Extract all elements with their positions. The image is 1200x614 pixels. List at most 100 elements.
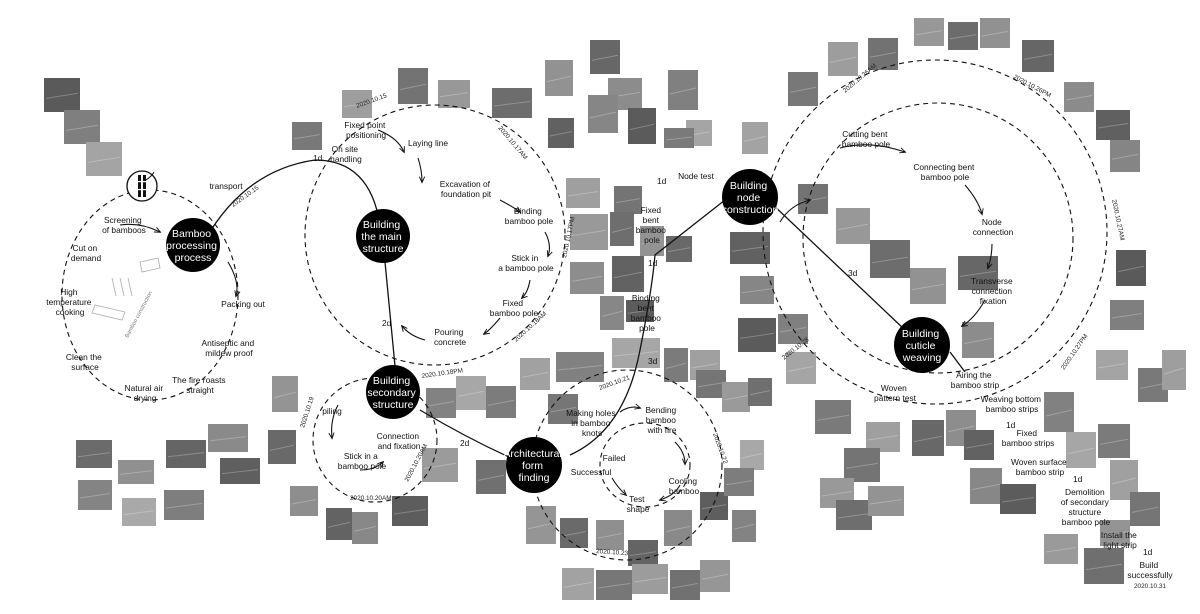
photo-thumbnail [980, 18, 1010, 48]
photo-texture [167, 452, 205, 458]
photo-thumbnail [1162, 350, 1186, 390]
hub-main-structure [356, 209, 410, 263]
date-sec-19: 2020.10.19 [299, 396, 316, 429]
photo-thumbnail [520, 358, 550, 390]
photo-thumbnail [1066, 432, 1096, 468]
photo-texture [546, 75, 572, 83]
photo-thumbnail [392, 496, 428, 526]
photo-thumbnail [1130, 492, 1160, 526]
hub-secondary-structure [366, 365, 420, 419]
photo-texture [789, 86, 817, 93]
main-structure-loop [304, 104, 566, 366]
step-cut-on-demand: Cut on demand [71, 243, 102, 263]
process-loops [61, 59, 1108, 561]
step-cutting-bent-pole: Cutting bent bamboo pole [842, 129, 891, 149]
hub-cuticle-weaving [894, 317, 950, 373]
connector-cuticle-airing [949, 351, 966, 373]
photo-texture [1097, 123, 1129, 129]
photo-texture [1065, 95, 1093, 101]
photo-texture [947, 425, 975, 433]
photo-thumbnail [815, 400, 851, 434]
duration-fixed-strips: 1d [1006, 420, 1016, 430]
photo-texture [665, 362, 687, 369]
step-fixed-bent-pole: Fixed bent bamboo pole [636, 205, 669, 245]
photo-thumbnail [700, 492, 728, 520]
photo-thumbnail [588, 95, 618, 133]
flow-arrows [119, 129, 993, 500]
photo-thumbnail [612, 256, 644, 292]
photo-texture [477, 474, 505, 481]
photo-texture [1131, 506, 1159, 513]
step-natural-air-drying: Natural air drying [125, 383, 166, 403]
photo-texture [293, 134, 321, 140]
photo-texture [549, 407, 577, 413]
photo-texture [665, 136, 693, 141]
photo-texture [701, 573, 729, 580]
photo-thumbnail [570, 214, 608, 250]
photo-texture [1097, 363, 1127, 369]
photo-thumbnail [166, 440, 206, 468]
date-node-27pm: 2020.10.27PM [1060, 333, 1090, 371]
photo-texture [739, 332, 775, 339]
photo-thumbnail [1096, 350, 1128, 380]
photo-thumbnail [866, 422, 900, 452]
photo-thumbnail [664, 348, 688, 382]
photo-texture [527, 522, 555, 530]
photo-thumbnail [724, 468, 754, 496]
photo-thumbnail [870, 240, 910, 278]
photo-thumbnail [476, 460, 506, 494]
photo-thumbnail [958, 256, 998, 290]
step-laying-line: Laying line [408, 138, 448, 148]
step-connecting-bent-pole: Connecting bent bamboo pole [913, 162, 976, 182]
photo-texture [963, 337, 993, 345]
hub-bamboo-processing [166, 218, 220, 272]
step-woven-pattern-test: Woven pattern test [874, 383, 917, 403]
photo-texture [291, 499, 317, 505]
connector-node-cuticle [769, 201, 906, 331]
photo-texture [1001, 497, 1035, 503]
photo-texture [571, 229, 607, 237]
photo-thumbnail [696, 370, 726, 398]
step-excavation: Excavation of foundation pit [440, 179, 493, 199]
duration-secondary-form: 2d [460, 438, 470, 448]
photo-thumbnail [614, 186, 642, 214]
photo-thumbnail [632, 564, 668, 594]
step-piling: piling [322, 406, 342, 416]
photo-thumbnail [666, 236, 692, 262]
step-pouring-concrete: Pouring concrete [434, 327, 466, 347]
step-successful: Successful [571, 467, 612, 477]
step-antiseptic: Antiseptic and mildew proof [202, 338, 257, 358]
photo-thumbnail [1064, 82, 1094, 112]
hub-labels: Bamboo processing process Building the m… [166, 180, 941, 484]
date-final: 2020.10.31 [1134, 583, 1166, 590]
photo-thumbnail [398, 68, 428, 104]
step-weaving-bottom: Weaving bottom bamboo strips [981, 394, 1044, 414]
step-binding-bent-pole: Binding bent bamboo pole [631, 293, 664, 333]
photo-thumbnail [722, 382, 750, 412]
photo-texture [701, 504, 727, 510]
step-clean-surface: Clean the surface [66, 352, 104, 372]
step-transverse-fixation: Transverse connection fixation [971, 276, 1015, 306]
photo-thumbnail [326, 508, 352, 540]
photo-texture [1101, 531, 1129, 537]
photo-texture [741, 288, 773, 294]
photo-texture [273, 391, 297, 399]
hub-secondary-label: Building secondary structure [367, 375, 418, 411]
photo-thumbnail [556, 352, 604, 382]
hub-form-label: Architectural form finding [503, 448, 564, 484]
photo-thumbnail [912, 420, 944, 456]
photo-thumbnail [560, 518, 588, 548]
photo-thumbnail [868, 486, 904, 516]
duration-demolition: 1d [1073, 474, 1083, 484]
step-install-light: Install the light strip [1101, 530, 1139, 550]
photo-thumbnail [1100, 520, 1130, 546]
hub-processing-label: Bamboo processing process [166, 228, 220, 264]
photo-texture [1117, 265, 1145, 273]
photo-thumbnail [562, 568, 594, 600]
photo-thumbnail [836, 500, 872, 530]
photo-thumbnail [748, 378, 772, 406]
photo-thumbnail [910, 268, 946, 304]
photo-texture [837, 513, 871, 519]
photo-texture [981, 31, 1009, 37]
